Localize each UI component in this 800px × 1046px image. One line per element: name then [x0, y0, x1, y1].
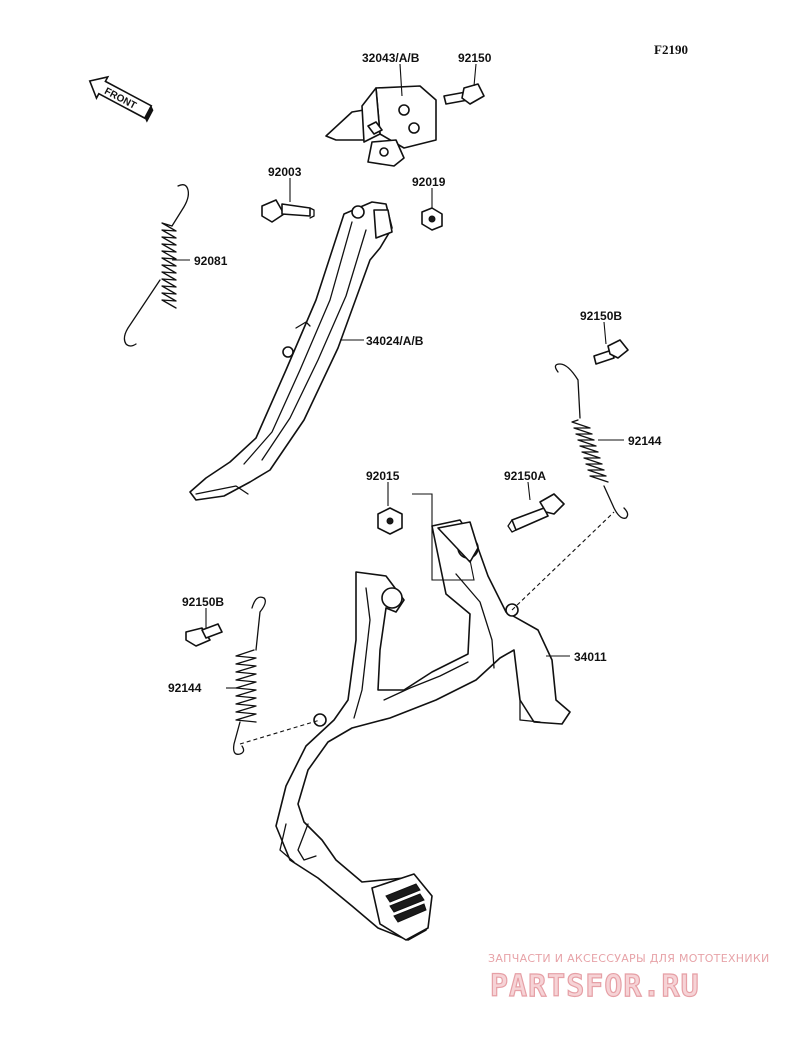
label-92150a: 92150A [504, 469, 546, 483]
label-92003: 92003 [268, 165, 302, 179]
label-34024: 34024/A/B [366, 334, 424, 348]
label-32043: 32043/A/B [362, 51, 420, 65]
spring-92081 [123, 184, 190, 347]
bolt-92150b-right [593, 339, 629, 365]
diagram-id: F2190 [654, 42, 688, 57]
watermark-caption: ЗАПЧАСТИ И АКСЕССУАРЫ ДЛЯ МОТОТЕХНИКИ [488, 952, 770, 965]
label-34011: 34011 [574, 650, 607, 664]
label-92015: 92015 [366, 469, 400, 483]
nut-92015 [377, 507, 403, 535]
nut-92019 [421, 207, 443, 231]
bracket-32043 [325, 85, 437, 167]
leader-lines [172, 63, 624, 745]
label-92144-left: 92144 [168, 681, 202, 695]
spring-92144-left [232, 596, 266, 755]
spring-92144-right [554, 363, 629, 519]
side-stand-34024 [189, 201, 393, 501]
label-92150: 92150 [458, 51, 492, 65]
label-92144-right: 92144 [628, 434, 662, 448]
bolt-92150b-left [185, 623, 223, 647]
bolt-92150 [443, 83, 485, 105]
label-92150b-right: 92150B [580, 309, 622, 323]
label-92081: 92081 [194, 254, 228, 268]
pedal-grip [385, 883, 427, 923]
label-92019: 92019 [412, 175, 446, 189]
bolt-92150a [507, 493, 565, 533]
label-92150b-left: 92150B [182, 595, 224, 609]
bolt-92003 [261, 199, 315, 223]
watermark-logo: PARTSFOR.RU [490, 969, 700, 1004]
front-arrow-icon: FRONT [88, 75, 154, 123]
main-stand-34011 [275, 519, 571, 941]
